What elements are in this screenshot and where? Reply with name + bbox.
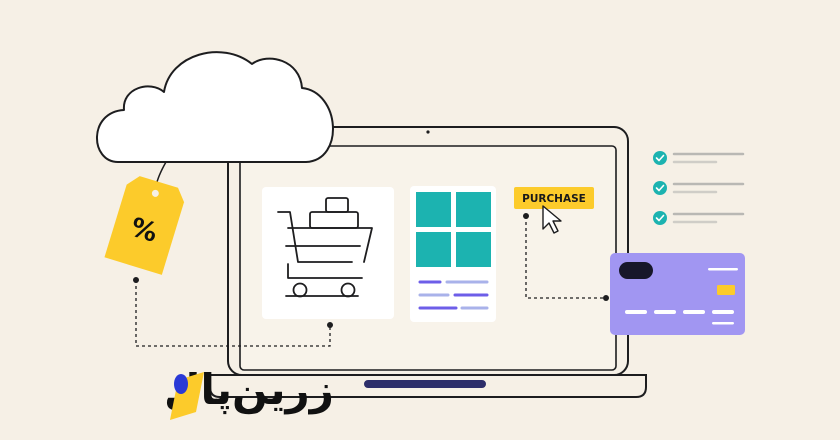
brand-logo: زرین‌پال (164, 365, 334, 420)
laptop-trackpad-notch (364, 380, 486, 388)
mouse-pointer-icon (542, 205, 562, 234)
connector-dot (133, 277, 139, 283)
card-number-dashes (625, 310, 734, 314)
product-card-cart[interactable] (262, 187, 394, 319)
connector-tag-to-cart (135, 280, 331, 347)
product-card-grid[interactable] (410, 186, 496, 322)
zarinpal-logo-icon (170, 372, 204, 420)
check-circle-icon (653, 181, 667, 195)
tag-hole (151, 189, 159, 197)
grid-tile (416, 232, 451, 267)
connectors (135, 216, 606, 347)
checklist-item (653, 181, 745, 195)
shopping-cart-icon (277, 197, 373, 298)
connector-dot (603, 295, 609, 301)
purchase-button[interactable]: PURCHASE (514, 187, 594, 209)
checklist-item (653, 151, 745, 165)
grid-tile (416, 192, 451, 227)
cart-card-bg (262, 187, 394, 319)
text-placeholder-lines (418, 280, 489, 310)
card-magnetic-pill (619, 262, 653, 279)
check-circle-icon (653, 151, 667, 165)
purchase-button-label: PURCHASE (522, 193, 586, 205)
connector-dot (523, 213, 529, 219)
card-number-placeholder (708, 268, 738, 271)
card-chip (717, 285, 735, 295)
connector-dot (327, 322, 333, 328)
price-tag-icon: % (104, 161, 185, 275)
credit-card-icon[interactable] (610, 253, 745, 335)
checklist (653, 151, 745, 225)
check-circle-icon (653, 211, 667, 225)
grid-tile (456, 232, 491, 267)
grid-tile (456, 192, 491, 227)
tag-body (104, 176, 185, 275)
cloud-icon (96, 51, 334, 163)
checklist-item (653, 211, 745, 225)
card-holder-placeholder (712, 322, 734, 325)
laptop-camera (426, 130, 430, 134)
purchase-button-bg (514, 187, 594, 209)
